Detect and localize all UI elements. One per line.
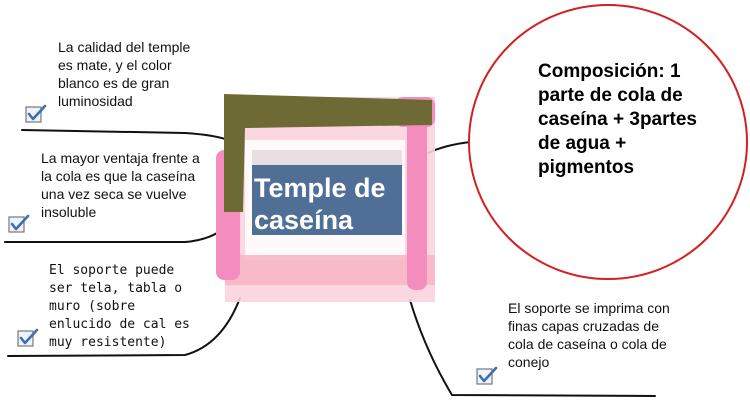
connector-topic-4 [409, 299, 656, 397]
topic-1-text: La calidad del temple es mate, y el colo… [58, 39, 191, 109]
frame-pink-stroke-right [407, 120, 427, 290]
title-box [252, 165, 402, 235]
connector-topic-2 [4, 224, 229, 243]
checkbox-icon [25, 104, 47, 123]
checkbox-icon [8, 214, 30, 233]
connector-topic-1 [21, 129, 229, 141]
topic-2-text: La mayor ventaja frente a la cola es que… [41, 150, 200, 220]
connector-topic-3 [7, 297, 241, 357]
central-title: Temple de caseína [254, 173, 386, 235]
frame-olive-brush [224, 94, 432, 212]
checkbox-icon [476, 366, 498, 385]
topic-3-text: El soporte puede ser tela, tabla o muro … [49, 263, 190, 350]
composition-text: Composición: 1 parte de cola de caseína … [538, 61, 697, 178]
central-frame [216, 94, 435, 302]
checkbox-icon [17, 328, 39, 347]
frame-pink-band [225, 255, 435, 285]
title-box-top [252, 150, 402, 165]
composition-circle [468, 4, 748, 280]
topic-4-text: El soporte se imprima con finas capas cr… [508, 300, 670, 370]
